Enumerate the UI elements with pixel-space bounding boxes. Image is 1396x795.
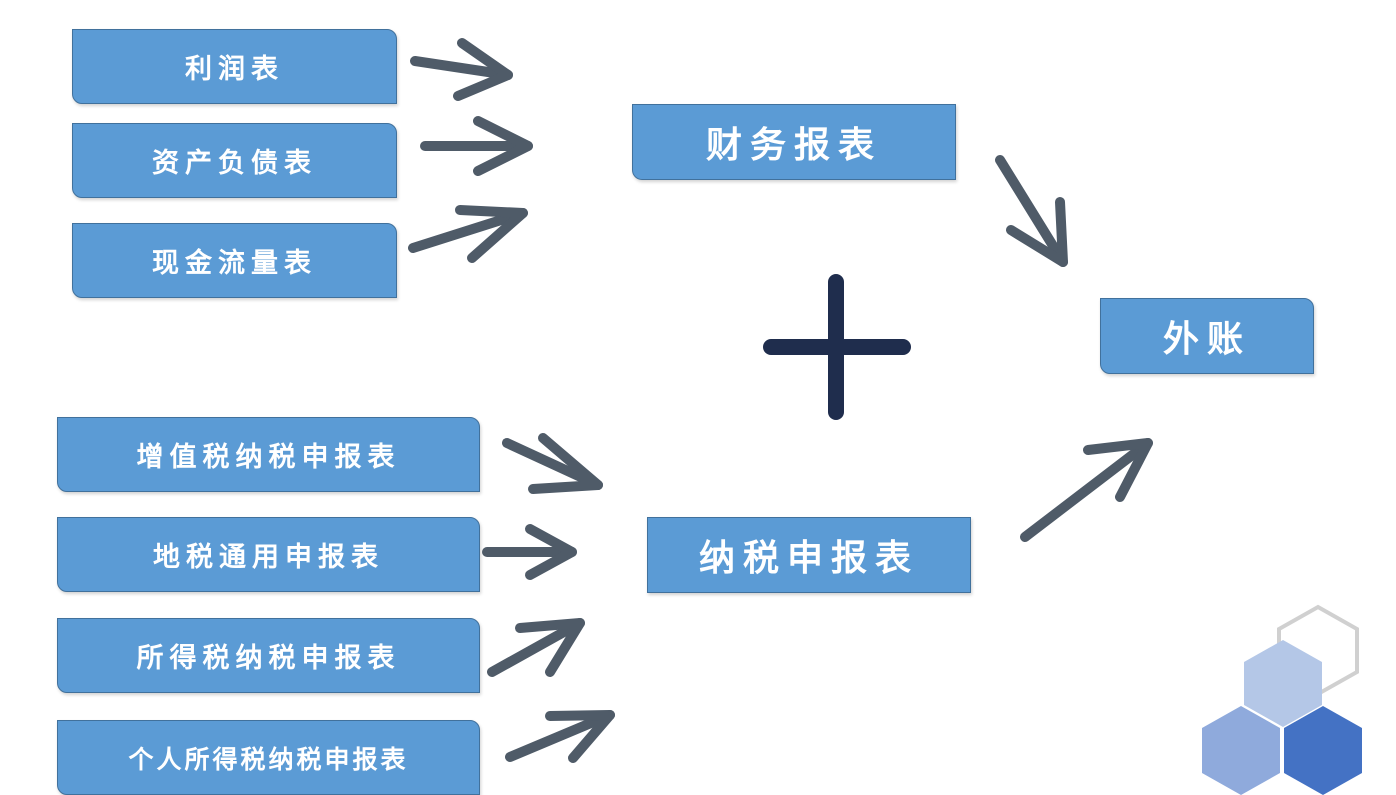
box-personal-income-tax-return: 个人所得税纳税申报表 [57, 720, 480, 795]
box-tax-return: 纳税申报表 [647, 517, 971, 593]
arrow-vat-to-tax [502, 433, 603, 494]
arrow-tax-to-outer [1020, 438, 1153, 542]
arrow-personal-to-tax [505, 710, 615, 763]
box-cash-flow-statement: 现金流量表 [72, 223, 397, 298]
box-financial-statements: 财务报表 [632, 104, 956, 180]
arrow-balance-to-fin [420, 116, 533, 176]
arrow-income-to-tax [487, 618, 585, 677]
hexagon-decoration-icon [1202, 604, 1362, 795]
box-local-tax-return: 地税通用申报表 [57, 517, 480, 592]
arrow-local-to-tax [482, 524, 577, 580]
box-external-accounts: 外账 [1100, 298, 1314, 374]
arrow-cashflow-to-fin [408, 205, 528, 263]
arrow-profit-to-fin [410, 38, 513, 101]
box-profit-statement: 利润表 [72, 29, 397, 104]
arrow-fin-to-outer [995, 155, 1068, 267]
box-vat-return: 增值税纳税申报表 [57, 417, 480, 492]
box-income-tax-return: 所得税纳税申报表 [57, 618, 480, 693]
box-balance-sheet: 资产负债表 [72, 123, 397, 198]
plus-operator-icon [763, 274, 911, 420]
